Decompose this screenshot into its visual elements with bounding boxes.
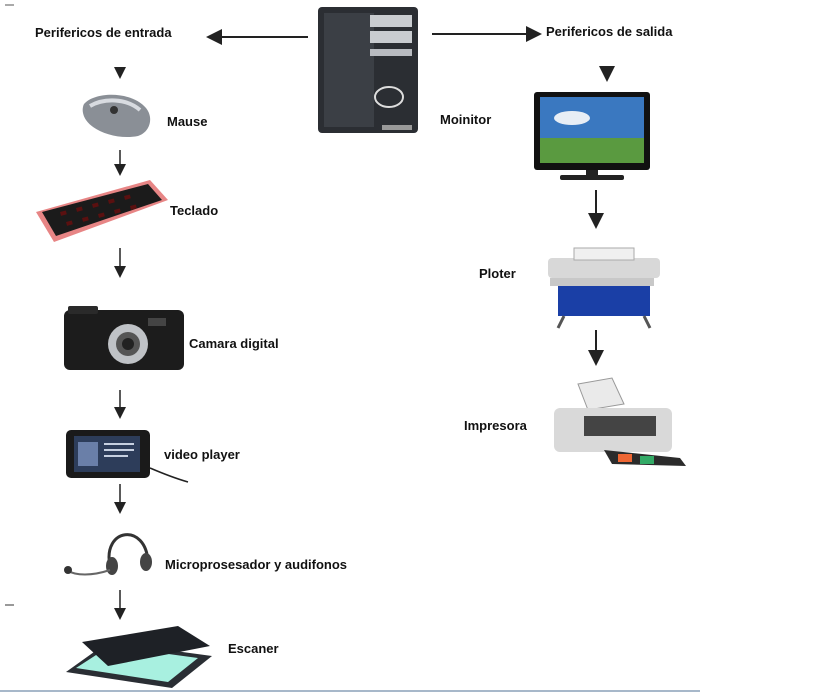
scanner-icon (66, 626, 212, 688)
plotter-icon (548, 247, 660, 329)
video-player-icon (66, 430, 189, 483)
headset-icon (64, 533, 152, 576)
input-device-label-headset: Microprosesador y audifonos (165, 557, 348, 572)
mouse-icon (82, 94, 151, 138)
printer-icon (554, 377, 686, 466)
center-device-label: Moinitor (440, 112, 492, 127)
output-device-label-printer: Impresora (464, 418, 527, 433)
camera-icon (64, 306, 184, 370)
input-device-label-camera: Camara digital (189, 336, 279, 351)
input-peripherals-heading: Perifericos de entrada (35, 25, 172, 40)
input-device-label-scanner: Escaner (228, 641, 279, 656)
computer-tower-icon (318, 7, 418, 133)
monitor-icon (534, 92, 650, 180)
keyboard-icon (36, 180, 168, 242)
output-device-label-plotter: Ploter (479, 266, 516, 281)
output-peripherals-heading: Perifericos de salida (546, 24, 673, 39)
input-device-label-keyboard: Teclado (170, 203, 219, 218)
input-device-label-mouse: Mause (167, 114, 208, 129)
input-device-label-video-player: video player (164, 447, 240, 462)
